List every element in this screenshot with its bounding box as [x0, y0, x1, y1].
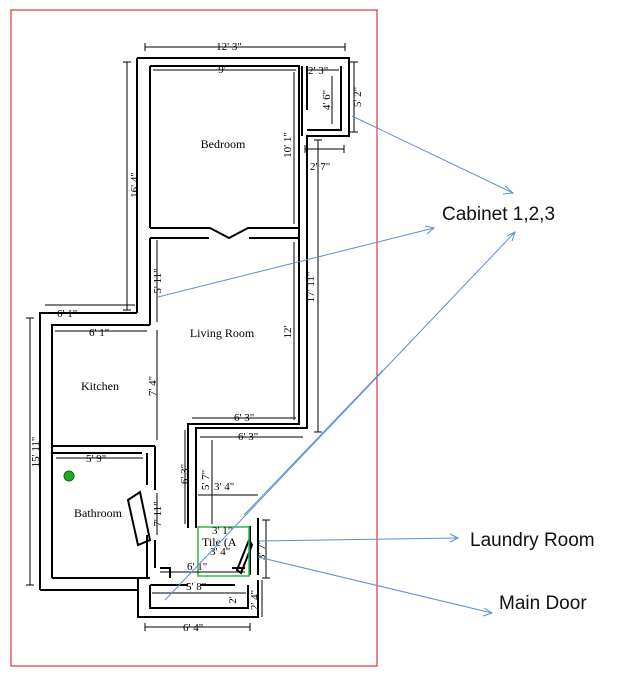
dim-cabinet-outer-height: 5' 2" — [352, 87, 364, 107]
dim-bedroom-width: 9' — [218, 64, 226, 76]
dim-living-height: 12' — [282, 325, 294, 338]
dim-hall-right: 5' 7" — [200, 470, 212, 490]
dim-hall-outer: 6' 3" — [238, 431, 258, 443]
dim-kitchen-top-inner: 6' 1" — [89, 327, 109, 339]
room-bathroom: Bathroom — [74, 506, 123, 520]
annotation-arrows — [157, 115, 516, 617]
dim-bedroom-height: 10' 1" — [282, 132, 294, 158]
dim-entry-side: 2' 4" — [249, 590, 261, 610]
dim-top-overall: 12' 3" — [216, 41, 242, 53]
dim-laundry-side: 3' 7" — [256, 540, 268, 560]
dim-hall-height: 6' 3" — [179, 464, 191, 484]
dim-right-mid: 17' 11" — [305, 272, 317, 303]
dim-cabinet-top: 2' 3" — [308, 65, 328, 77]
callout-main-door: Main Door — [499, 593, 587, 614]
marker-dot — [63, 470, 75, 482]
dim-laundry-inner2: 3' 4" — [210, 546, 230, 558]
dim-cabinet-bottom: 2' 7" — [310, 161, 330, 173]
room-kitchen: Kitchen — [81, 379, 119, 393]
dim-entry-width: 6' 1" — [187, 561, 207, 573]
plan-border — [10, 9, 378, 667]
dim-left-upper: 16' 4" — [129, 172, 141, 198]
dim-bath-width: 5' 9" — [86, 453, 106, 465]
room-tile: Tile (A — [202, 535, 237, 549]
dimension-lines — [26, 43, 358, 631]
tile-area — [197, 526, 250, 577]
dim-laundry-top: 3' 4" — [214, 481, 234, 493]
callout-cabinet: Cabinet 1,2,3 — [442, 204, 555, 225]
dim-hall-inner: 6' 3" — [234, 412, 254, 424]
dim-bath-height: 7' 11" — [152, 501, 164, 526]
callout-laundry: Laundry Room — [470, 530, 595, 551]
room-living: Living Room — [190, 326, 255, 340]
dim-entry-inner: 5' 8" — [186, 581, 206, 593]
dim-kitchen-top-outer: 6' 1" — [57, 308, 77, 320]
dim-cabinet-height: 4' 6" — [321, 90, 333, 110]
dim-bottom-overall: 6' 4" — [183, 622, 203, 634]
dimension-labels: 12' 3" 9' 2' 3" 2' 7" 6' 1" 6' 1" 6' 3" … — [30, 41, 364, 634]
walls — [39, 57, 350, 618]
room-bedroom: Bedroom — [201, 137, 246, 151]
dim-kitchen-height: 7' 4" — [147, 376, 159, 396]
dim-closet-depth: 5' 11" — [152, 268, 164, 293]
dim-entry-height: 2' — [227, 596, 239, 604]
room-labels: Bedroom Living Room Kitchen Bathroom Til… — [74, 137, 255, 549]
dim-left-lower: 15' 11" — [30, 437, 42, 468]
